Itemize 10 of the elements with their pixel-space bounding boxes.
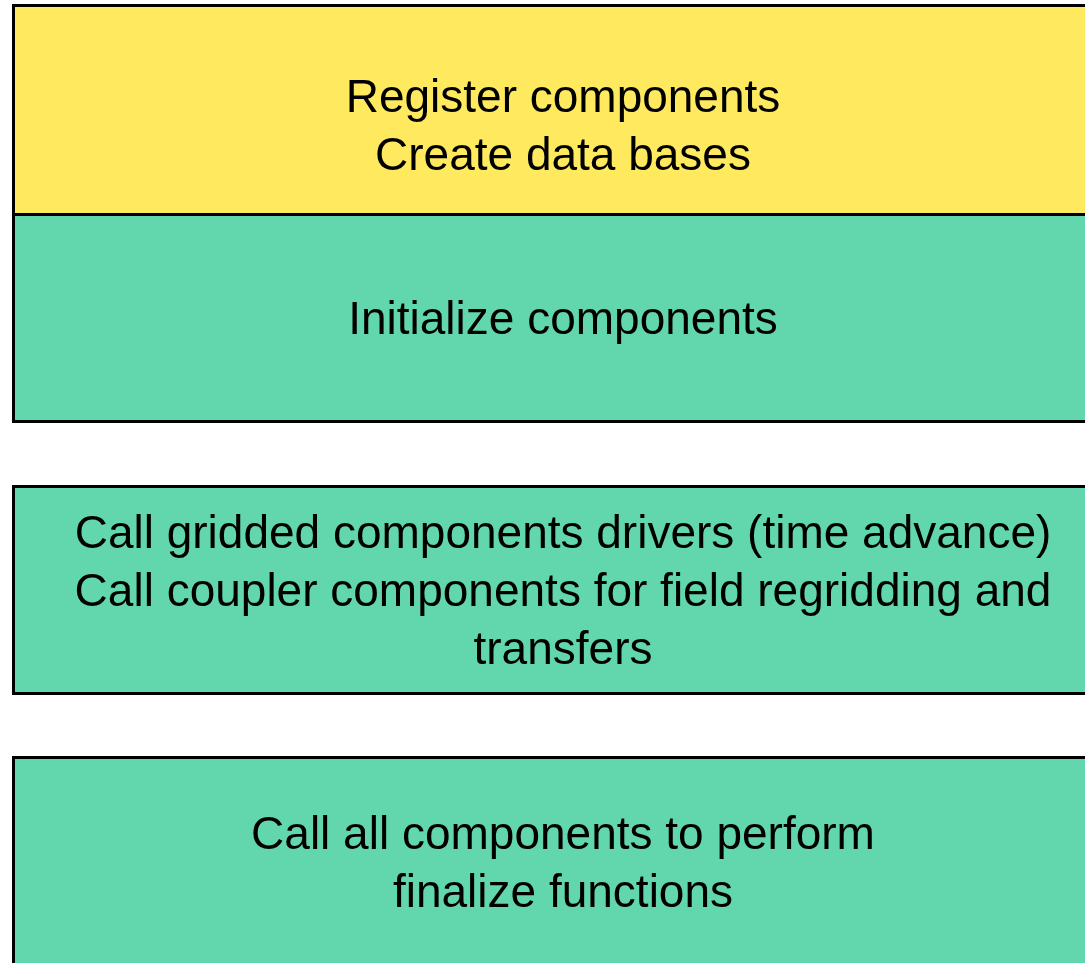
process-box (12, 213, 1085, 423)
process-box (12, 4, 1085, 216)
process-box (12, 756, 1085, 963)
box-text: Initialize components (348, 291, 778, 346)
process-box (12, 485, 1085, 695)
box-text: Call all components to perform finalize functions (250, 806, 876, 919)
box-text: Create data bases (375, 127, 751, 182)
box-text: Register components (345, 69, 781, 124)
box-text: Call coupler components for field regridding and transfers (73, 563, 1053, 676)
box-text: Call gridded components drivers (time advance) (74, 505, 1052, 560)
